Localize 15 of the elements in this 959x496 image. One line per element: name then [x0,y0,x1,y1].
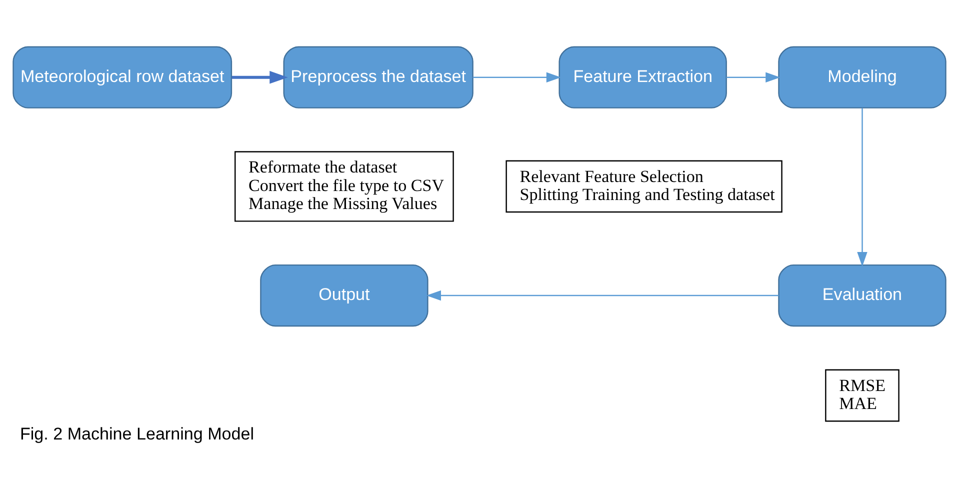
node-box: Preprocess the dataset [283,46,474,108]
node-box: Relevant Feature Selection Splitting Training and Testing dataset [506,160,782,213]
arrow [726,72,780,82]
node-box: Reformate the dataset Convert the file type to CSV Manage the Missing Values [234,151,454,222]
node-box: Output [260,264,428,327]
caption: Fig. 2 Machine Learning Model [20,424,254,444]
node-box: Modeling [778,46,946,108]
arrow [232,70,288,84]
node-box: Evaluation [778,264,946,327]
arrow [472,72,562,82]
arrow [857,108,868,267]
node-box: Feature Extraction [558,46,727,108]
node-box: RMSE MAE [825,369,900,422]
arrow [426,290,779,301]
node-box: Meteorological row dataset [12,46,232,108]
